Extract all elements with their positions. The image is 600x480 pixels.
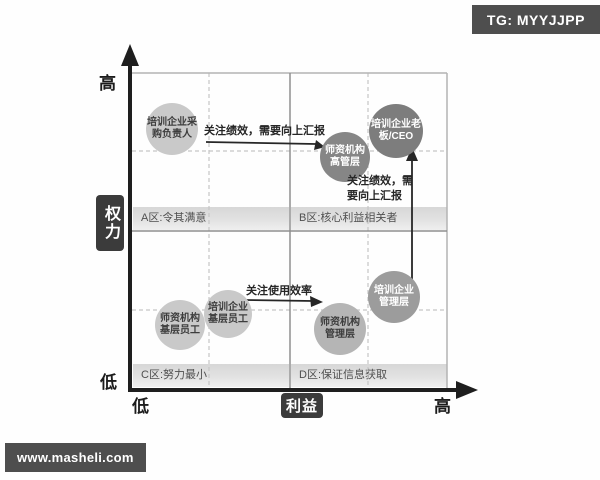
bubble-training-company-ceo: 培训企业老 板/CEO	[369, 104, 423, 158]
y-axis-title-power: 权力	[96, 195, 124, 251]
arrow-usage-efficiency-line	[245, 299, 314, 302]
annotation-report-up-right: 关注绩效，需 要向上汇报	[347, 175, 413, 202]
bubble-training-company-procurement: 培训企业采 购负责人	[146, 103, 198, 155]
y-axis-high-label: 高	[99, 74, 116, 93]
website-watermark-badge: www.masheli.com	[5, 443, 146, 472]
zone-band-a: A区:令其满意	[133, 207, 289, 230]
bubble-training-company-management: 培训企业 管理层	[368, 271, 420, 323]
zone-band-b: B区:核心利益相关者	[291, 207, 447, 230]
y-axis-low-label: 低	[100, 373, 117, 392]
annotation-report-up-top: 关注绩效，需要向上汇报	[204, 125, 325, 137]
x-axis-arrowhead-icon	[456, 381, 478, 399]
zone-band-c: C区:努力最小	[133, 364, 289, 387]
bubble-training-company-staff: 培训企业 基层员工	[204, 290, 252, 338]
bubble-faculty-org-staff: 师资机构 基层员工	[155, 300, 205, 350]
annotation-usage-efficiency: 关注使用效率	[246, 285, 312, 297]
x-axis-high-label: 高	[434, 397, 451, 416]
bubble-faculty-org-management: 师资机构 管理层	[314, 303, 366, 355]
zone-band-d: D区:保证信息获取	[291, 364, 447, 387]
y-axis-arrowhead-icon	[121, 44, 139, 66]
arrow-report-up-top-line	[205, 141, 317, 145]
x-axis-low-label: 低	[132, 397, 149, 416]
bubble-faculty-org-executives: 师资机构 高管层	[320, 132, 370, 182]
x-axis-title-interest: 利益	[281, 393, 323, 418]
telegram-watermark-badge: TG: MYYJJPP	[471, 5, 600, 34]
